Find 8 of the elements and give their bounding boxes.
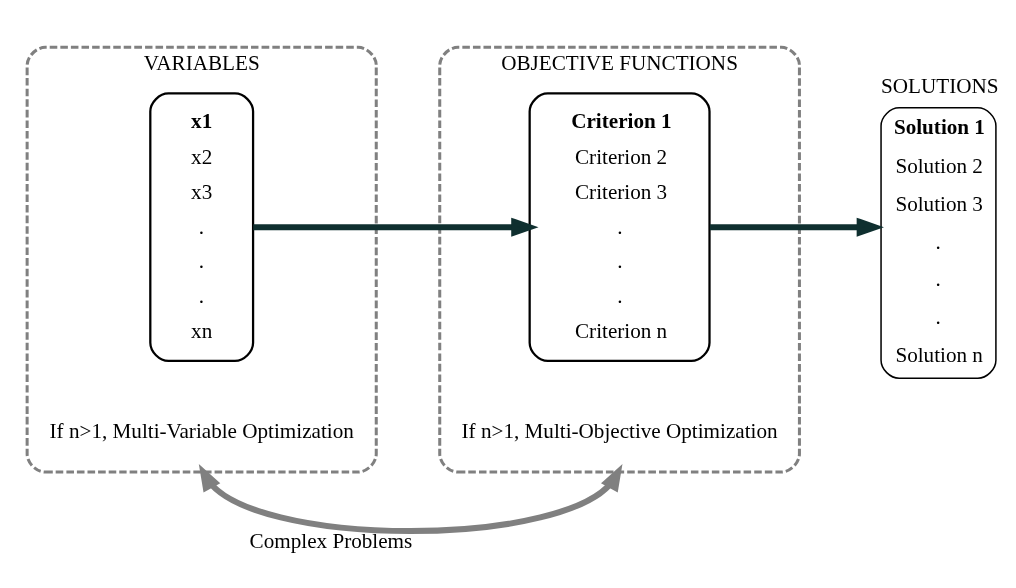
- node-box: Criterion 1 Criterion 2 Criterion 3 . . . Criterion n: [528, 91, 711, 362]
- edge-label: Complex Problems: [249, 528, 412, 553]
- arrow: [198, 463, 622, 534]
- node-box: x1 x2 x3 . . . xn: [148, 91, 254, 362]
- arrow: [252, 217, 539, 237]
- node-label: SOLUTIONS: [880, 73, 998, 98]
- node-box: Solution 1 Solution 2 Solution 3 . . . Solution n: [879, 106, 997, 379]
- arrow: [709, 217, 884, 237]
